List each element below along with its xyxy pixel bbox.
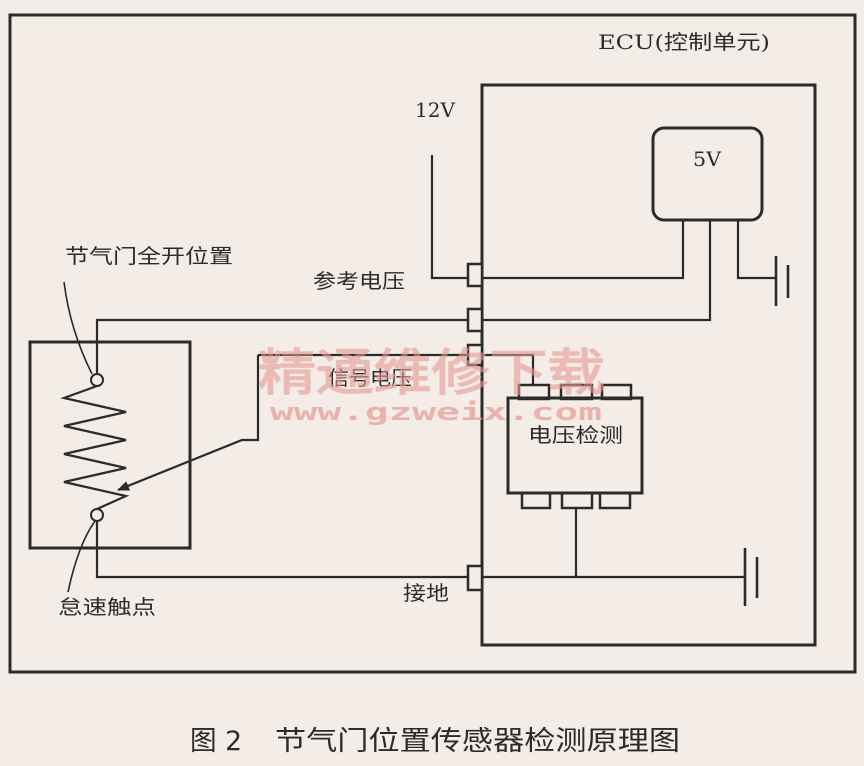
label-ground: 接地 — [403, 581, 449, 605]
connector-sensor-supply — [466, 307, 484, 333]
detector-label: 电压检测 — [528, 423, 623, 447]
connector-signal — [466, 343, 484, 367]
wire-reference-internal — [482, 220, 685, 280]
detector-pin-bottom-left — [520, 491, 552, 510]
wire-sensor-top — [95, 318, 468, 374]
voltage-detector: 电压检测 — [506, 383, 644, 510]
supply-voltage-label: 12V — [415, 98, 456, 122]
caption-title: 节气门位置传感器检测原理图 — [275, 726, 680, 757]
regulator-5v-box — [651, 126, 764, 222]
regulator-voltage-label: 5V — [693, 147, 722, 171]
label-signal-voltage: 信号电压 — [328, 366, 412, 390]
label-idle-contact: 怠速触点 — [58, 595, 156, 619]
outer-frame — [8, 13, 857, 674]
watermark-title: 精通维修下载 — [258, 344, 605, 402]
detector-pin-bottom-middle — [560, 491, 594, 510]
ecu-title: ECU(控制单元) — [598, 30, 770, 54]
watermark-url: www.gzweix.com — [270, 398, 602, 426]
connector-reference — [466, 262, 484, 288]
label-reference-voltage: 参考电压 — [313, 269, 405, 293]
wire-5v-output-internal — [482, 220, 712, 322]
wire-signal-internal — [482, 353, 535, 385]
wire-12v-supply — [430, 155, 468, 280]
full-open-contact-node — [90, 373, 104, 387]
wire-regulator-ground — [736, 220, 776, 280]
idle-contact-node — [90, 508, 104, 522]
ground-symbol-main — [743, 548, 759, 606]
resistor-zigzag — [60, 384, 130, 511]
wire-ground-external — [95, 521, 468, 579]
pointer-full-open — [63, 281, 93, 375]
pointer-idle-contact — [67, 520, 96, 593]
detector-pin-bottom-right — [598, 491, 632, 510]
ground-symbol-regulator — [774, 256, 790, 306]
connector-ground — [466, 564, 484, 592]
detector-box — [506, 396, 644, 495]
label-full-open-position: 节气门全开位置 — [65, 244, 233, 268]
caption-number: 图 2 — [190, 726, 242, 757]
throttle-sensor-box — [28, 340, 192, 550]
wiper-arrow — [117, 355, 260, 492]
